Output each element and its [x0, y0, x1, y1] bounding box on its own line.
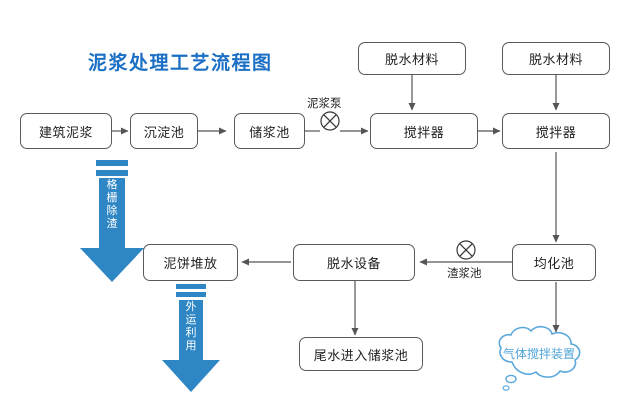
vtext-char-1: 外: [185, 300, 197, 313]
fat-arrow-external-transport: [162, 284, 220, 392]
node-homogenization-tank[interactable]: 均化池: [512, 244, 596, 281]
page-title: 泥浆处理工艺流程图: [88, 52, 273, 74]
vtext-char-2: 栅: [106, 191, 118, 204]
gas-mixing-device-label: 气体搅拌装置: [503, 347, 576, 361]
vtext-char-4: 渣: [106, 217, 118, 230]
fat-arrow-label-external-transport: 外 运 利 用: [179, 300, 203, 362]
vtext-char-3: 除: [106, 204, 118, 217]
gas-mixing-device-cloud: [498, 325, 581, 391]
node-dewatering-material-2[interactable]: 脱水材料: [502, 42, 610, 75]
node-dewatering-material-1[interactable]: 脱水材料: [358, 42, 466, 75]
fat-arrow-grate-deslagging: [80, 160, 144, 282]
node-dewatering-equipment[interactable]: 脱水设备: [293, 244, 415, 281]
edge-label-slurry-pump: 泥浆泵: [307, 96, 342, 110]
node-sedimentation-tank[interactable]: 沉淀池: [130, 113, 198, 149]
node-mixer-1[interactable]: 搅拌器: [370, 113, 478, 149]
node-slurry-storage-tank[interactable]: 储浆池: [234, 113, 305, 149]
node-tailwater-to-storage[interactable]: 尾水进入储浆池: [299, 337, 423, 371]
slurry-pump-symbol: [320, 111, 340, 131]
node-mud-cake-stacking[interactable]: 泥饼堆放: [143, 244, 238, 281]
edge-label-residue-slurry-pit: 渣浆池: [447, 266, 482, 280]
vtext-char-3: 利: [185, 326, 197, 339]
residue-pump-symbol: [456, 240, 476, 260]
vtext-char-2: 运: [185, 313, 197, 326]
node-construction-slurry[interactable]: 建筑泥浆: [20, 113, 112, 149]
vtext-char-1: 格: [106, 178, 118, 191]
node-mixer-2[interactable]: 搅拌器: [502, 113, 610, 149]
vtext-char-4: 用: [185, 339, 197, 352]
fat-arrow-label-grate-deslagging: 格 栅 除 渣: [99, 178, 125, 248]
